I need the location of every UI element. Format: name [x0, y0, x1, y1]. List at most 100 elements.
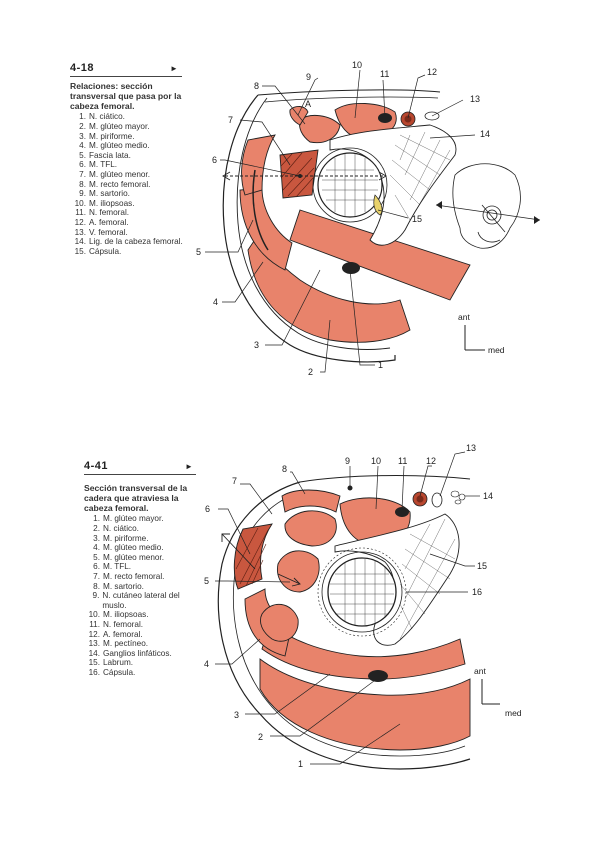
nervio-femoral [395, 507, 409, 517]
orient-ant: ant [474, 666, 486, 676]
callout-10: 10 [352, 60, 362, 70]
hip-cross-section-diagram: A ant med [196, 60, 541, 377]
callout-1: 1 [378, 360, 383, 370]
play-arrow-icon: ► [185, 462, 193, 471]
callout-7: 7 [228, 115, 233, 125]
legend-item: 7.M. recto femoral. [84, 572, 202, 582]
callout-14: 14 [483, 491, 493, 501]
legend-label: M. recto femoral. [103, 571, 165, 581]
legend-item: 14.Ganglios linfáticos. [84, 649, 202, 659]
legend-label: Cápsula. [89, 246, 122, 256]
top-skin-line [299, 475, 471, 483]
legend-number: 2. [93, 523, 100, 533]
callout-8: 8 [254, 81, 259, 91]
legend-number: 16. [88, 667, 100, 677]
legend-label: M. TFL. [103, 562, 132, 572]
callout-6: 6 [212, 155, 217, 165]
legend-label: M. iliopsoas. [103, 610, 149, 620]
callout-leaders [215, 451, 480, 765]
legend-label: Cápsula. [103, 667, 136, 677]
legend-number: 6. [93, 562, 100, 572]
legend-item: 1.N. ciático. [70, 112, 188, 122]
ligamento-cabeza-femoral [373, 194, 383, 216]
capsule-outline [321, 551, 403, 633]
legend-number: 10. [88, 610, 100, 620]
legend-number: 3. [79, 131, 86, 141]
callout-3: 3 [234, 710, 239, 720]
callout-4: 4 [204, 659, 209, 669]
legend-label: Labrum. [103, 658, 134, 668]
legend-number: 8. [93, 581, 100, 591]
callout-9: 9 [306, 72, 311, 82]
inset-arrow-right [534, 216, 540, 224]
figure-rule [84, 474, 196, 475]
orient-med: med [488, 345, 505, 355]
piriforme-shape [261, 623, 466, 680]
legend-item: 12.A. femoral. [84, 630, 202, 640]
legend-number: 13. [74, 227, 86, 237]
legend-number: 1. [93, 514, 100, 524]
nervio-ciatico [342, 262, 360, 274]
acetabulum-bone [334, 513, 460, 646]
ganglios-linfaticos [450, 490, 466, 505]
gluteus-maximus-shape [247, 234, 411, 343]
legend-label: M. sartorio. [89, 189, 130, 199]
legend-item: 15.Labrum. [84, 658, 202, 668]
callout-11: 11 [398, 456, 407, 466]
callout-13: 13 [466, 443, 476, 453]
pelvis-inset [435, 163, 541, 249]
gluteo-menor-shape [279, 149, 319, 199]
legend-label: M. recto femoral. [89, 179, 151, 189]
figure-number: 4-41 [84, 460, 109, 472]
gluteo-menor-shape [277, 550, 320, 593]
figure-rule [70, 76, 182, 77]
piriforme-shape [289, 209, 471, 301]
callout-12: 12 [426, 456, 436, 466]
legend-list: 1.M. glúteo mayor.2.N. ciático.3.M. piri… [84, 514, 202, 677]
callout-3: 3 [254, 340, 259, 350]
legend-number: 4. [79, 141, 86, 151]
callout-10: 10 [371, 456, 381, 466]
legend-label: A. femoral. [89, 217, 129, 227]
legend-item: 11.N. femoral. [84, 620, 202, 630]
legend-label: M. sartorio. [103, 581, 144, 591]
callout-14: 14 [480, 129, 490, 139]
vena-femoral [431, 492, 443, 508]
figure-number: 4-18 [70, 62, 95, 74]
legend-label: M. glúteo menor. [89, 169, 150, 179]
legend-number: 14. [88, 648, 100, 658]
legend-label: M. glúteo mayor. [103, 514, 164, 524]
legend-item: 9.M. sartorio. [70, 189, 188, 199]
legend-label: A. femoral. [103, 629, 143, 639]
legend-item: 3.M. piriforme. [84, 534, 202, 544]
legend-label: M. piriforme. [89, 131, 135, 141]
legend-label: M. piriforme. [103, 533, 149, 543]
arteria-femoral-inner [416, 495, 424, 503]
tfl-shape [241, 134, 276, 196]
capsule-outline [312, 147, 388, 223]
legend-item: 2.N. ciático. [84, 524, 202, 534]
deep-fascia-outline [236, 97, 391, 350]
hip-cross-section-diagram: ant med 1 2 3 4 5 6 7 [204, 443, 522, 770]
gluteo-mayor-shape [259, 658, 471, 751]
recto-femoral-shape [284, 510, 337, 547]
legend-number: 3. [93, 533, 100, 543]
legend-item: 5.M. glúteo menor. [84, 553, 202, 563]
legend-item: 2.M. glúteo mayor. [70, 122, 188, 132]
legend-label: M. pectíneo. [103, 639, 149, 649]
legend-label: M. glúteo medio. [89, 141, 150, 151]
legend-number: 5. [93, 552, 100, 562]
legend-number: 12. [88, 629, 100, 639]
orient-med: med [505, 708, 522, 718]
callout-11: 11 [380, 69, 389, 79]
callout-7: 7 [232, 476, 237, 486]
legend-item: 1.M. glúteo mayor. [84, 514, 202, 524]
legend-number: 15. [74, 246, 86, 256]
arteria-femoral-inner [404, 115, 412, 123]
callout-6: 6 [205, 504, 210, 514]
legend-item: 3.M. piriforme. [70, 132, 188, 142]
legend-number: 12. [74, 217, 86, 227]
legend-label: M. glúteo menor. [103, 552, 164, 562]
legend-item: 9.N. cutáneo lateral del muslo. [84, 591, 202, 610]
caption-title: Sección transversal de la cadera que atr… [84, 483, 188, 513]
